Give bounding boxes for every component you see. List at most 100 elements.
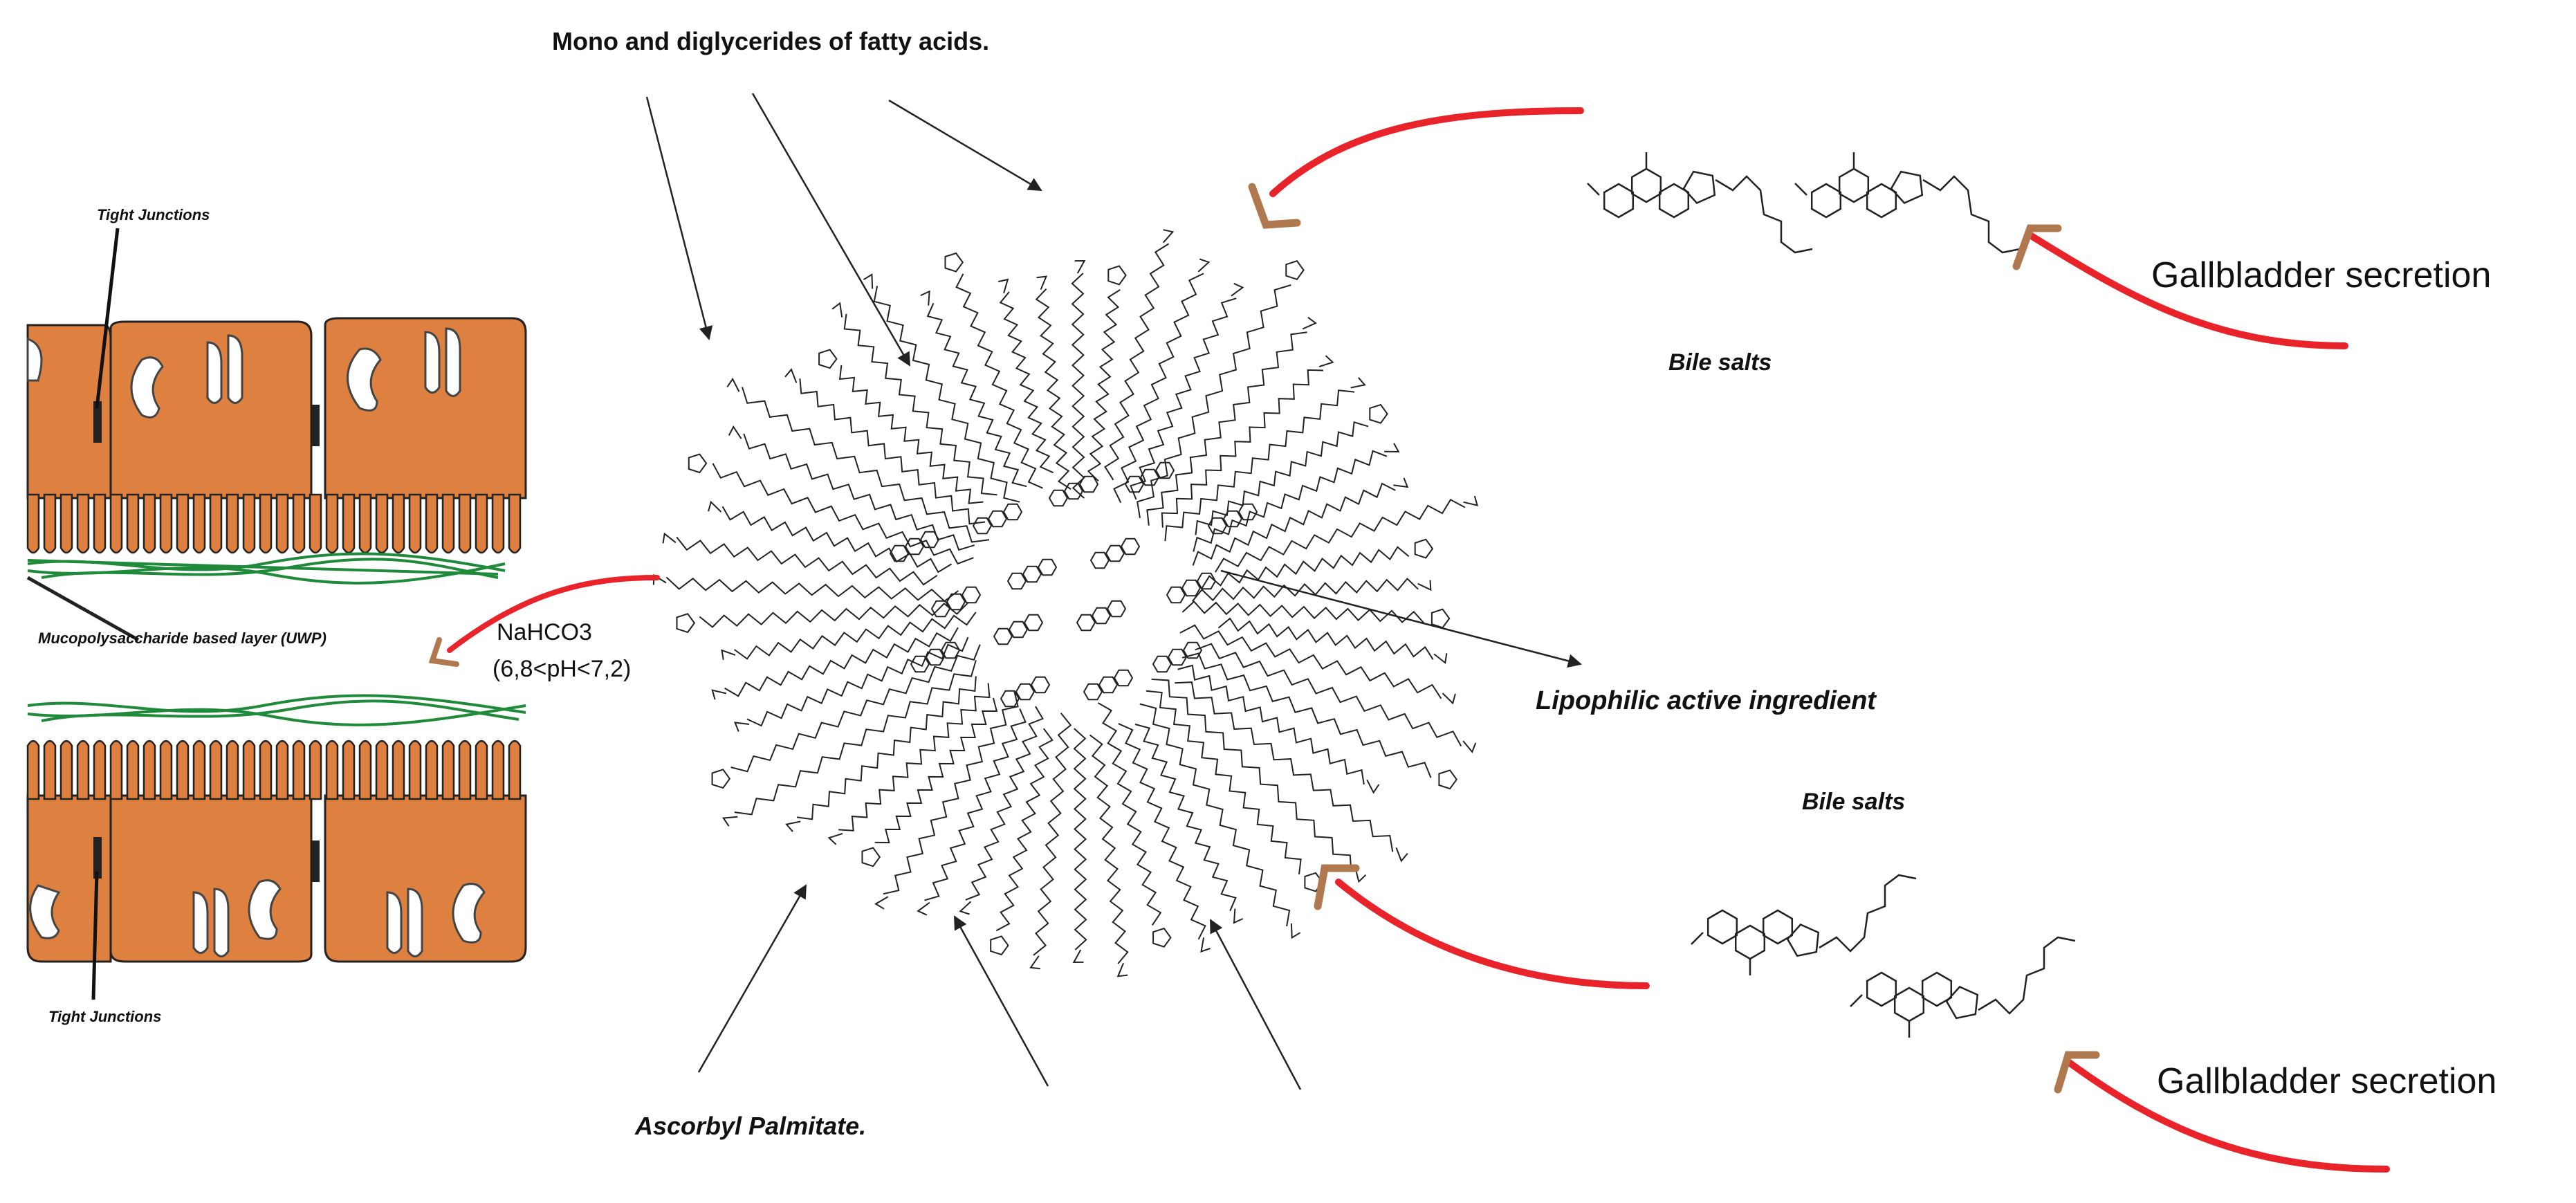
side-chain: [1922, 175, 2021, 254]
lipid-chain: [1035, 288, 1071, 490]
lipid-chain: [1151, 678, 1352, 872]
active-ingredient-ring: [919, 531, 940, 549]
pointer-mono-1: [645, 96, 713, 340]
lipid-chain: [721, 506, 953, 573]
arrowhead-brown: [1314, 864, 1360, 910]
organelle: [347, 347, 382, 412]
ascorbyl-head-ring: [711, 769, 731, 789]
glyceride-head: [1116, 962, 1128, 977]
hydroxyl-bond: [1587, 183, 1600, 196]
microvillus: [392, 740, 405, 800]
active-ingredient-ring: [972, 517, 993, 535]
glyceride-head: [728, 425, 742, 439]
microvillus: [109, 740, 123, 800]
lipid-chain: [1089, 734, 1129, 964]
ascorbyl-head-ring: [1369, 403, 1388, 424]
lipid-chain: [1215, 498, 1466, 573]
steroid-ring: [1866, 183, 1897, 219]
glyceride-head: [1029, 955, 1041, 970]
nahco3-ph-label: (6,8<pH<7,2): [493, 656, 631, 682]
microvillus: [142, 493, 156, 554]
microvillus: [176, 493, 190, 554]
glyceride-head: [874, 896, 889, 910]
ascorbyl-head-ring: [944, 252, 964, 273]
lipid-chain: [1033, 713, 1072, 956]
bile-salts-bottom-label: Bile salts: [1802, 789, 1905, 815]
organelles-top: [26, 327, 461, 419]
steroid-ring: [1603, 183, 1635, 219]
active-ingredient-ring: [1008, 621, 1029, 639]
active-ingredient-ring: [1120, 538, 1141, 555]
tight-junction-pointer-top: [95, 228, 120, 409]
microvillus: [408, 493, 422, 554]
active-ingredient-ring: [925, 648, 946, 666]
mono-diglycerides-label: Mono and diglycerides of fatty acids.: [552, 27, 989, 55]
bile-salt-molecule: [1691, 874, 1917, 975]
glyceride-head: [722, 816, 738, 827]
organelle: [130, 356, 164, 419]
glyceride-head: [1442, 692, 1456, 705]
microvillus: [441, 493, 455, 554]
microvillus: [441, 740, 455, 800]
lipid-chain: [1164, 389, 1355, 542]
microvillus: [392, 493, 405, 554]
microvillus: [93, 740, 107, 800]
glyceride-head: [708, 500, 722, 513]
microvillus: [76, 740, 90, 800]
cell-bottom-2: [109, 794, 313, 963]
active-ingredient-ring: [1037, 558, 1058, 576]
microvillus: [292, 493, 306, 554]
active-ingredient-ring: [1113, 669, 1134, 687]
tight-junction-pointer-bottom: [91, 871, 99, 1000]
bile-salt-molecule: [1587, 152, 1813, 254]
mucus-strand: [41, 699, 519, 722]
tight-junctions-bottom-label: Tight Junctions: [48, 1008, 161, 1025]
microvillus: [43, 740, 57, 800]
ascorbyl-head-ring: [1304, 872, 1323, 892]
active-ingredient-ring: [1154, 461, 1175, 479]
active-ingredient-ring: [1078, 475, 1099, 493]
organelle: [248, 879, 282, 940]
lipid-chain: [1179, 624, 1442, 699]
microvillus: [475, 493, 488, 554]
glyceride-head: [784, 368, 798, 383]
microvillus: [508, 740, 522, 800]
junction-mark: [93, 837, 102, 879]
lipid-chain: [1071, 273, 1085, 499]
active-ingredient-ring: [1181, 579, 1202, 597]
active-ingredient-ring: [1152, 655, 1172, 673]
ascorbyl-label: Ascorbyl Palmitate.: [634, 1112, 866, 1140]
glyceride-head: [831, 302, 843, 318]
active-ingredient-ring: [1091, 607, 1112, 625]
microvillus: [59, 493, 73, 554]
lipid-chain: [874, 697, 998, 844]
microvillus: [425, 493, 439, 554]
ascorbyl-head-ring: [1107, 265, 1127, 286]
mucus-layer-top: [27, 552, 506, 585]
steroid-ring: [1945, 985, 1979, 1020]
active-ingredient-ring: [946, 593, 966, 611]
active-ingredient-ring: [1030, 676, 1051, 694]
active-ingredient-ring: [940, 641, 961, 659]
red-arrow-bile-to-micelle-bottom: [1335, 879, 1650, 989]
epithelium-panel: Tight Junctions Tight Junctions Mucopoly…: [26, 206, 527, 1025]
glyceride-head: [1074, 259, 1086, 274]
label-pointer-lines: [645, 93, 1582, 1090]
microvillus: [342, 493, 356, 554]
organelle: [452, 883, 486, 944]
microvillus: [126, 493, 140, 554]
microvillus: [292, 740, 306, 800]
bile-salt-molecule: [1850, 936, 2076, 1038]
microvillus: [358, 493, 372, 554]
arrowhead-brown: [1248, 183, 1301, 229]
microvillus: [375, 493, 389, 554]
epithelial-cells-bottom: [26, 794, 527, 963]
lipid-chain: [1137, 284, 1291, 518]
microvillus: [358, 740, 372, 800]
microvillus: [159, 493, 173, 554]
microvillus: [209, 740, 223, 800]
glyceride-head: [863, 273, 874, 289]
active-ingredient-ring: [1083, 683, 1103, 701]
